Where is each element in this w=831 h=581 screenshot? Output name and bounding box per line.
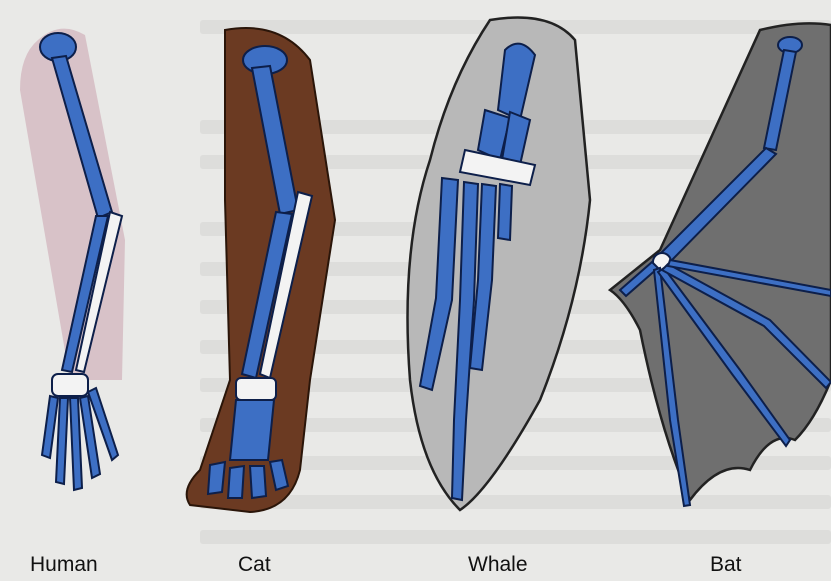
human-finger <box>70 398 82 490</box>
cat-wrist-bones <box>236 378 276 400</box>
human-wrist-bones <box>52 374 88 396</box>
cat-toe <box>250 466 266 498</box>
bat-label: Bat <box>710 553 742 577</box>
whale-finger <box>498 184 512 240</box>
human-finger <box>56 398 68 484</box>
cat-label: Cat <box>238 553 271 577</box>
cat-toe <box>228 466 244 498</box>
human-label: Human <box>30 553 98 577</box>
human-finger <box>42 396 58 458</box>
bat-wing-illustration <box>600 0 831 550</box>
cat-paw-bones <box>230 400 274 460</box>
whale-skin-outline <box>408 18 591 511</box>
cat-leg-illustration <box>170 0 350 550</box>
whale-flipper-illustration <box>370 0 610 550</box>
bat-wing-membrane <box>610 23 831 500</box>
cat-toe <box>208 462 225 494</box>
whale-label: Whale <box>468 553 528 577</box>
human-arm-illustration <box>0 0 170 550</box>
